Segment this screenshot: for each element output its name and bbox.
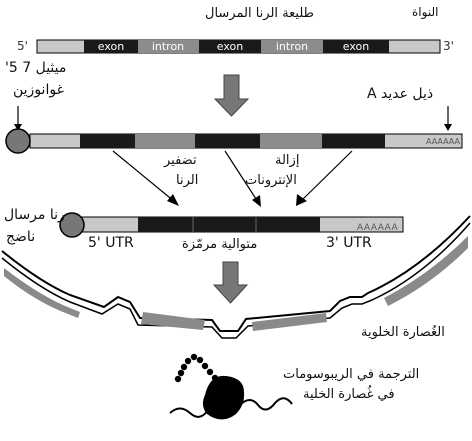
segment-label-3: exon [217,40,243,53]
splicing-arrow-right [299,150,353,203]
intron-removal-label-line2: الإنترونات [245,173,297,188]
splicing-label-line1: تضفير [164,153,197,168]
five-utr-label: 5' UTR [88,235,134,251]
ribosome [202,375,245,420]
splicing-arrowhead-center [252,195,261,207]
segment-label-4: intron [276,40,308,53]
mature-mrna-label-line2: ناضج [6,229,36,245]
splicing-arrow-center [224,150,259,203]
cap-label-line2: غوانوزين [13,82,64,98]
splicing-arrow-left [112,150,176,203]
translation-label-line2: في غُصارة الخلية [303,387,395,402]
nuclear-envelope-inner [1,222,471,339]
membrane-fragment-left [4,268,80,318]
mature-exon-3 [256,217,320,232]
coding-sequence-label: متوالية مرمّزة [182,237,258,252]
splicing-label-line2: الرنا [176,173,199,188]
intron-2 [261,40,323,53]
membrane-fragment-mid-right [252,313,327,331]
big-arrow-capping [213,74,250,117]
five-prime-end-label: 5' [17,39,28,53]
splicing-arrowhead-right [296,194,307,206]
segment-label-2: intron [152,40,184,53]
segment-label-5: exon [343,40,369,53]
big-arrow-export [212,261,249,304]
mature-five-prime-cap [59,212,85,238]
cap-label-line1: ميثيل 7 5' [5,60,67,76]
intron-1 [138,40,199,53]
nuclear-envelope-outer [1,215,471,332]
nucleus-label: النواة [412,5,439,19]
intron-removal-label-line1: إزالة [275,153,300,168]
processed-intron-2 [260,134,322,148]
poly-a-pointer-arrowhead [444,124,452,131]
mature-exon-2 [193,217,256,232]
mature-mrna-label-line1: رنا مرسال [4,207,65,223]
exon-1 [84,40,138,53]
translation-label-line1: الترجمة في الريبوسومات [283,367,420,382]
exon-2 [199,40,261,53]
three-utr-label: 3' UTR [326,235,372,251]
poly-a-sequence: AAAAAA [426,137,460,146]
cytoplasm-label: الغُصارة الخلوية [361,325,445,340]
cap-pointer-arrowhead [14,124,22,131]
mature-exon-1 [138,217,193,232]
pre-mrna-label: طليعة الرنا المرسال [205,6,314,21]
processed-intron-1 [135,134,195,148]
segment-label-1: exon [98,40,124,53]
membrane-fragment-right [384,236,468,306]
mature-poly-a-sequence: AAAAAA [357,223,399,233]
five-prime-cap [5,128,31,154]
exon-3 [323,40,389,53]
processed-exon-3 [322,134,385,148]
processed-exon-2 [195,134,260,148]
membrane-fragment-mid-left [141,312,205,330]
three-prime-end-label: 3' [443,39,454,53]
polypeptide-chain [174,353,219,383]
splicing-arrowhead-left [167,194,179,206]
processed-exon-1 [80,134,135,148]
poly-a-tail-label: ذيل عديد A [367,86,434,102]
cytoplasmic-mrna-strand [169,397,293,418]
